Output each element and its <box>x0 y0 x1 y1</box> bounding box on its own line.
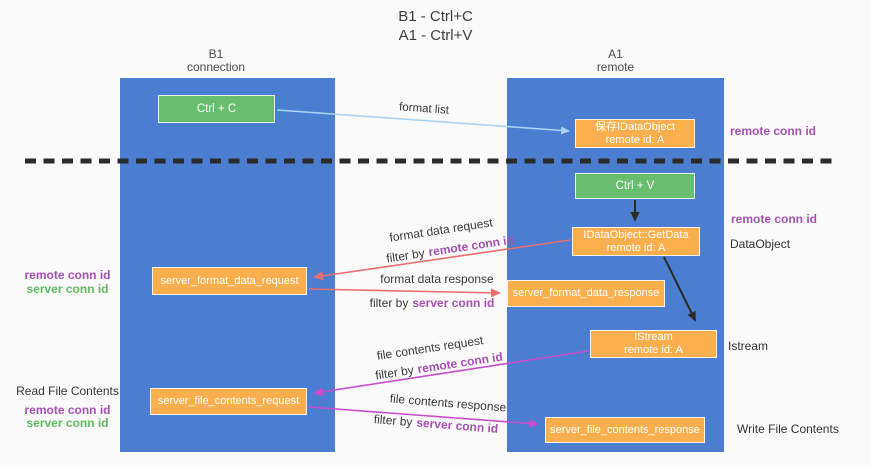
annotation-dataobject: DataObject <box>730 237 791 251</box>
lane-b1-name: B1 <box>208 47 224 61</box>
node-ctrl-c-label: Ctrl + C <box>196 103 237 115</box>
node-server-file-contents-request: server_file_contents_request <box>150 388 307 415</box>
title-line-2: A1 - Ctrl+V <box>398 27 473 44</box>
node-server-file-contents-response-label: server_file_contents_response <box>550 423 700 436</box>
filter-prefix: filter by <box>385 245 426 266</box>
filter-prefix: filter by <box>369 296 409 310</box>
annotation-remote-conn-id-mid: remote conn id <box>731 212 818 226</box>
annotation-left-remote-conn-id-top: remote conn id <box>24 268 111 282</box>
label-format-list: format list <box>398 101 450 117</box>
filter-prefix: filter by <box>374 362 415 383</box>
annotation-remote-conn-id-top: remote conn id <box>730 124 817 138</box>
diagram-title: B1 - Ctrl+C A1 - Ctrl+V <box>0 7 871 45</box>
filter-prefix: filter by <box>373 412 413 430</box>
node-save-dataobject-line1: 保存IDataObject <box>594 120 676 133</box>
node-ctrl-v: Ctrl + V <box>575 173 695 199</box>
node-server-file-contents-response: server_file_contents_response <box>545 417 705 443</box>
node-server-file-contents-request-label: server_file_contents_request <box>157 395 300 407</box>
node-istream-line2: remote id: A <box>624 344 683 356</box>
node-getdata-line2: remote id: A <box>606 241 666 254</box>
filter-key-server-conn-id: server conn id <box>415 415 499 436</box>
annotation-read-file-contents: Read File Contents <box>16 384 119 398</box>
lane-header-b1: B1 connection <box>110 48 322 74</box>
node-idataobject-getdata: IDataObject::GetData remote id: A <box>572 227 700 256</box>
annotation-left-server-conn-id-bottom: server conn id <box>26 416 109 430</box>
node-istream: IStream remote id: A <box>590 330 717 358</box>
label-format-data-response: format data response <box>380 272 494 286</box>
node-save-dataobject-line2: remote id: A <box>605 133 665 146</box>
node-ctrl-v-label: Ctrl + V <box>615 180 655 192</box>
lane-a1-role: remote <box>596 60 635 74</box>
annotation-istream: Istream <box>728 339 769 353</box>
arrow-format-data-response <box>308 288 501 298</box>
lane-b1-role: connection <box>186 60 246 74</box>
label-file-contents-response: file contents response <box>389 391 507 415</box>
annotation-write-file-contents: Write File Contents <box>737 422 839 436</box>
lane-a1-name: A1 <box>608 47 623 61</box>
node-getdata-line1: IDataObject::GetData <box>583 228 689 241</box>
lane-header-a1: A1 remote <box>507 48 724 74</box>
node-server-format-data-request-label: server_format_data_request <box>160 274 299 287</box>
node-istream-line1: IStream <box>634 331 673 343</box>
filter-key-server-conn-id: server conn id <box>412 296 495 310</box>
annotation-left-remote-conn-id-bottom: remote conn id <box>24 403 111 417</box>
node-server-format-data-request: server_format_data_request <box>152 267 307 295</box>
node-server-format-data-response: server_format_data_response <box>507 280 665 307</box>
node-ctrl-c: Ctrl + C <box>158 95 275 123</box>
annotation-left-server-conn-id-top: server conn id <box>26 282 109 296</box>
title-line-1: B1 - Ctrl+C <box>398 8 473 25</box>
node-server-format-data-response-label: server_format_data_response <box>512 287 660 299</box>
node-save-dataobject: 保存IDataObject remote id: A <box>575 119 695 148</box>
